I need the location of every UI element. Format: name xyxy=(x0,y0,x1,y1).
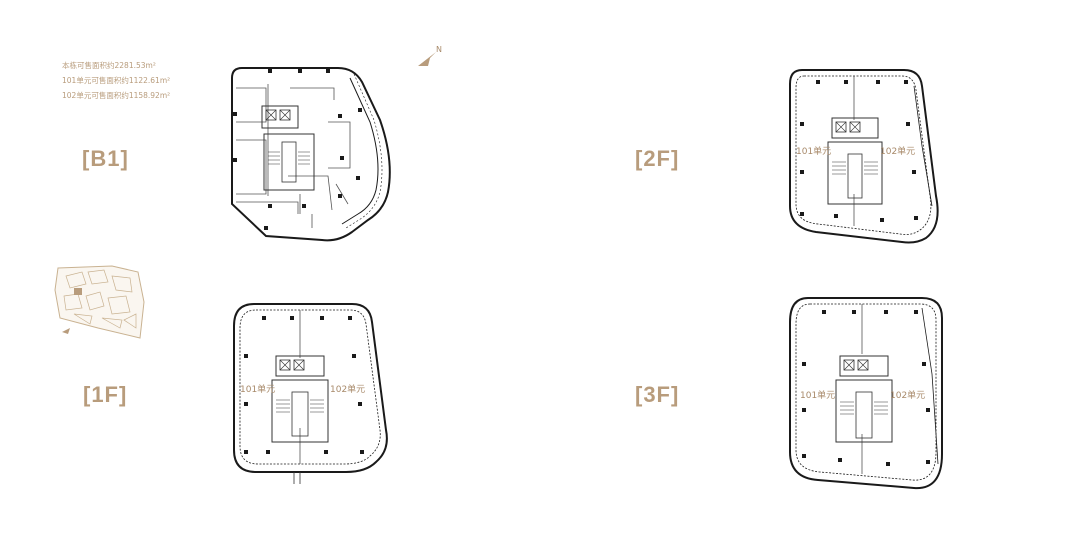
2f-unit-102-label: 102单元 xyxy=(880,145,915,157)
floor-label-2f: [2F] xyxy=(635,146,680,171)
building-total-area: 本栋可售面积约2281.53m² xyxy=(62,61,156,70)
1f-unit-101-label: 101单元 xyxy=(240,383,275,395)
1f-floor-plan: 101单元 102单元 xyxy=(233,303,388,484)
unit-101-area: 101单元可售面积约1122.61m² xyxy=(62,76,171,85)
floor-label-3f: [3F] xyxy=(635,382,680,407)
north-arrow-icon: N xyxy=(418,45,442,66)
b1-floor-plan xyxy=(231,67,391,242)
floor-label-1f: [1F] xyxy=(83,382,128,407)
north-label: N xyxy=(436,45,442,54)
site-plan-thumbnail xyxy=(54,265,145,339)
2f-unit-101-label: 101单元 xyxy=(796,145,831,157)
unit-102-area: 102单元可售面积约1158.92m² xyxy=(62,91,171,100)
1f-unit-102-label: 102单元 xyxy=(330,383,365,395)
3f-floor-plan: 101单元 102单元 xyxy=(789,297,943,490)
floor-label-b1: [B1] xyxy=(82,146,129,171)
2f-floor-plan: 101单元 102单元 xyxy=(789,69,939,244)
area-info: 本栋可售面积约2281.53m² 101单元可售面积约1122.61m² 102… xyxy=(62,58,212,103)
3f-unit-102-label: 102单元 xyxy=(890,389,925,401)
3f-unit-101-label: 101单元 xyxy=(800,389,835,401)
